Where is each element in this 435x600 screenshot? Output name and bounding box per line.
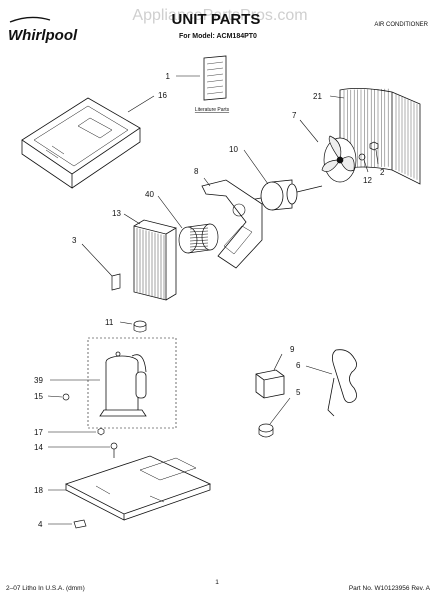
part-15-washer	[62, 393, 70, 401]
part-40-blower-wheel	[178, 223, 219, 254]
callout-17: 17	[34, 428, 43, 437]
part-16-top-cover	[21, 97, 141, 189]
part-7-condenser-fan	[321, 135, 357, 183]
callout-9: 9	[290, 345, 295, 354]
print-info: 2–07 Litho In U.S.A. (dmm)	[6, 585, 85, 592]
callout-6: 6	[296, 361, 301, 370]
part-39-compressor	[87, 337, 177, 429]
callout-1: 1	[166, 72, 171, 81]
callout-11: 11	[105, 318, 114, 327]
whirlpool-logo: Whirlpool	[8, 16, 78, 44]
callout-8: 8	[194, 167, 199, 176]
part-12-clip	[358, 153, 366, 161]
callout-40: 40	[145, 190, 154, 199]
callout-12: 12	[363, 176, 372, 185]
callout-5: 5	[296, 388, 301, 397]
callout-2: 2	[380, 168, 385, 177]
part-17-nut	[97, 427, 105, 436]
brand-name: Whirlpool	[8, 27, 78, 44]
part-8-motor-mount	[201, 179, 263, 269]
part-2-nut	[369, 141, 379, 151]
part-number: Part No. W10123956 Rev. A	[349, 585, 431, 592]
callout-21: 21	[313, 92, 322, 101]
part-5-knob	[258, 423, 274, 438]
callout-14: 14	[34, 443, 43, 452]
part-18-base-pan	[64, 455, 212, 521]
page-number: 1	[215, 579, 219, 586]
callout-18: 18	[34, 486, 43, 495]
callout-4: 4	[38, 520, 43, 529]
part-9-capacitor	[255, 369, 285, 399]
part-13-air-filter	[133, 219, 177, 301]
callout-10: 10	[229, 145, 238, 154]
part-11-grommet	[133, 320, 147, 333]
part-14-screw	[110, 442, 118, 458]
callout-13: 13	[112, 209, 121, 218]
literature-parts-label: Literature Parts	[195, 107, 230, 113]
callout-39: 39	[34, 376, 43, 385]
model-line: For Model: ACM184PT0	[179, 33, 257, 40]
callout-16: 16	[158, 91, 167, 100]
part-1-literature-booklet	[203, 55, 227, 101]
part-10-fan-motor	[249, 179, 323, 211]
callout-3: 3	[72, 236, 77, 245]
part-3-filter-bracket	[111, 273, 121, 291]
page-title: UNIT PARTS	[172, 11, 261, 28]
watermark: AppliancePartsPros.com	[132, 7, 307, 24]
part-6-thermostat-bulb	[327, 349, 357, 417]
part-4-clip	[73, 519, 87, 529]
callout-15: 15	[34, 392, 43, 401]
category-label: AIR CONDITIONER	[374, 22, 428, 28]
callout-7: 7	[292, 111, 297, 120]
